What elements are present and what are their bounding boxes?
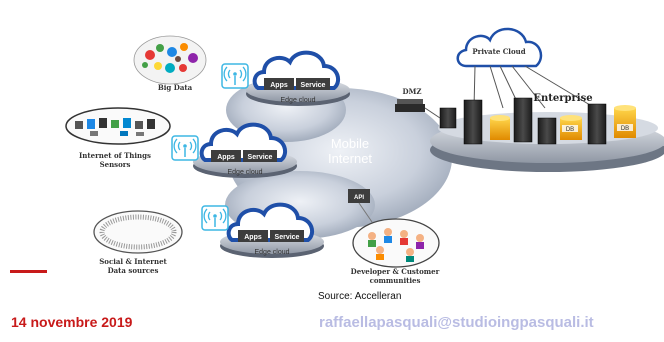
service-label: Service <box>248 154 273 161</box>
edge-cloud-2 <box>193 122 297 178</box>
edge-cloud-label: Edge cloud <box>227 169 262 176</box>
big-data-label: Big Data <box>157 83 193 92</box>
footer-date: 14 novembre 2019 <box>11 314 133 330</box>
enterprise-label: Enterprise <box>533 93 592 104</box>
dmz-router-icon <box>395 99 441 119</box>
service-label: Service <box>301 82 326 89</box>
developer-label-line2: communities <box>369 276 421 285</box>
enterprise-databases: DB DB <box>490 105 636 140</box>
social-label-line2: Data sources <box>107 266 159 275</box>
mobile-internet-line: Mobile <box>331 136 369 151</box>
iot-label-line2: Sensors <box>99 160 131 169</box>
private-cloud-label: Private Cloud <box>472 47 525 56</box>
source-caption: Source: Accelleran <box>318 291 402 302</box>
apps-label: Apps <box>270 82 288 89</box>
api-box <box>348 189 373 223</box>
edge-cloud-3 <box>220 202 324 258</box>
social-data-ring <box>93 210 183 254</box>
enterprise-servers <box>439 97 607 145</box>
iot-label-line1: Internet of Things <box>79 151 151 160</box>
footer-email[interactable]: raffaellapasquali@studioingpasquali.it <box>319 314 594 331</box>
wifi-icon <box>171 135 199 161</box>
developer-community-ring <box>352 218 440 268</box>
accent-divider <box>10 270 47 273</box>
service-label: Service <box>275 234 300 241</box>
developer-label-line1: Developer & Customer <box>350 267 440 276</box>
mobile-internet-line: Internet <box>328 151 372 166</box>
iot-sensors-ring <box>65 107 171 145</box>
big-data-sphere <box>133 35 207 85</box>
private-cloud-icon <box>456 27 543 68</box>
dmz-label: DMZ <box>403 87 422 96</box>
edge-cloud-label: Edge cloud <box>254 249 289 256</box>
apps-label: Apps <box>217 154 235 161</box>
edge-cloud-1 <box>246 50 350 106</box>
wifi-icon <box>201 205 229 231</box>
social-label-line1: Social & Internet <box>99 257 167 266</box>
db-label: DB <box>621 126 629 132</box>
edge-cloud-label: Edge cloud <box>280 97 315 104</box>
wifi-icon <box>221 63 249 89</box>
apps-label: Apps <box>244 234 262 241</box>
db-label: DB <box>566 127 574 133</box>
api-label: API <box>354 195 364 201</box>
